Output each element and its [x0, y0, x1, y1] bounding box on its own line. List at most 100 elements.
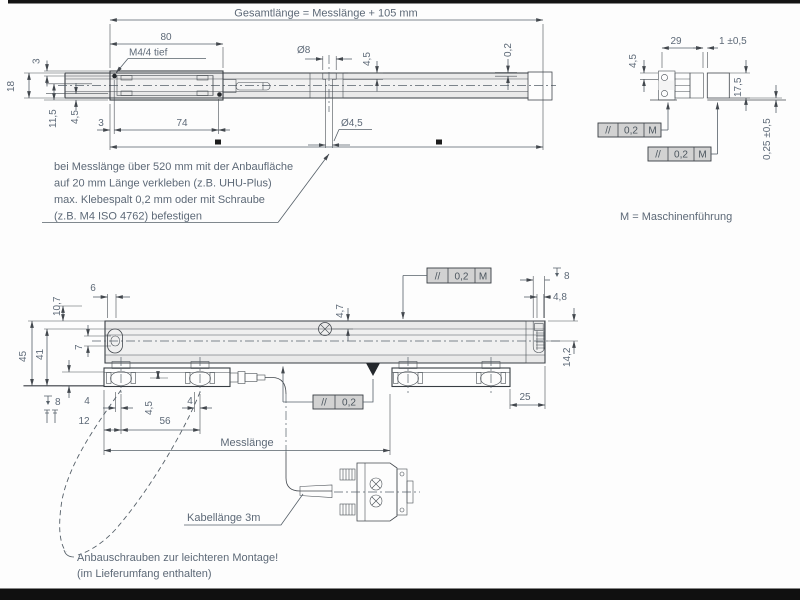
dim-4-8: 4,8	[524, 292, 567, 318]
dim-4-5-bottom: 4,5	[144, 371, 168, 415]
dim-6-label: 6	[90, 283, 96, 294]
fcf-lower-tolerance: 0,2	[674, 150, 688, 161]
mounting-note-line2: (im Lieferumfang enthalten)	[77, 568, 212, 580]
dim-4-5-left-label: 4,5	[70, 110, 81, 124]
dim-4-left-label: 4	[84, 396, 90, 407]
dim-4-5-end: 4,5	[628, 54, 658, 92]
depth-symbol-icon	[44, 395, 52, 405]
depth-symbol-icon	[553, 267, 561, 277]
fcf-top-tolerance: 0,2	[455, 272, 469, 283]
connector-thumbscrew	[339, 468, 356, 481]
right-end-screw-slot	[532, 321, 545, 353]
m4-label: M4/4 tief	[129, 48, 168, 59]
messlaenge-label: Messlänge	[220, 437, 273, 449]
connector	[334, 462, 420, 522]
dim-gesamtlaenge: Gesamtlänge = Messlänge + 105 mm	[109, 8, 544, 150]
dim-25: 25	[509, 366, 546, 409]
mounting-screw-assembly	[476, 357, 506, 393]
dim-18: 18	[6, 72, 64, 99]
dim-41: 41	[35, 328, 105, 387]
dim-4-7: 4,7	[332, 304, 353, 341]
scale-end-cap	[527, 71, 553, 101]
glue-note-line4: (z.B. M4 ISO 4762) befestigen	[54, 211, 202, 223]
dim-4-right-label: 4	[187, 396, 193, 407]
dim-0-2-label: 0,2	[503, 43, 514, 57]
dim-dia8: Ø8	[297, 45, 352, 70]
dim-8-left: 8	[44, 360, 104, 423]
dim-3-74-chain: 3 74	[97, 80, 230, 134]
dim-4-5-depth: 4,5	[343, 52, 383, 92]
glue-note-line3: max. Klebespalt 0,2 mm oder mit Schraube	[54, 194, 265, 206]
side-view-mounting-foot	[109, 70, 271, 101]
dim-12-label: 12	[78, 416, 90, 427]
right-foot	[391, 367, 511, 388]
fcf-bottom-symbol: //	[321, 398, 327, 409]
end-view	[650, 70, 786, 101]
dim-14-2-label: 14,2	[562, 347, 573, 367]
connector-screw	[369, 494, 383, 508]
cable-length-callout: Kabellänge 3m	[184, 493, 304, 526]
page-top-border	[8, 0, 800, 4]
dim-29: 29	[661, 36, 704, 68]
dim-1-label: 1 ±0,5	[719, 36, 747, 47]
fcf-top-datum: M	[479, 272, 487, 283]
fcf-upper: // 0,2 M	[597, 102, 670, 138]
mounted-view-scale	[92, 320, 562, 376]
dim-0-2: 0,2	[495, 43, 517, 90]
mounting-screw-assembly	[185, 357, 215, 393]
mounting-note-line1: Anbauschrauben zur leichteren Montage!	[77, 552, 278, 564]
dim-8-left-label: 8	[55, 397, 61, 408]
dim-7: 7	[74, 325, 111, 357]
left-end-slot	[107, 328, 123, 354]
dim-6: 6	[90, 283, 130, 318]
dim-0-25: 0,25 ±0,5	[729, 85, 782, 160]
glue-note-line2: auf 20 mm Länge verkleben (z.B. UHU-Plus…	[54, 178, 272, 190]
clamp-screw	[661, 74, 668, 81]
dim-25-label: 25	[519, 392, 531, 403]
dim-45: 45	[18, 320, 34, 387]
end-view-clamp-section	[689, 72, 704, 99]
dim-3-top-label: 3	[32, 58, 43, 64]
dim-7-label: 7	[74, 344, 85, 350]
m4-hole	[112, 73, 117, 79]
dim-4-5-left: 4,5	[46, 83, 108, 124]
dim-8-right-label: 8	[564, 271, 570, 282]
dim-17-5: 17,5	[729, 60, 750, 111]
gesamtlaenge-label: Gesamtlänge = Messlänge + 105 mm	[234, 8, 417, 20]
dim-4-5-depth-label: 4,5	[362, 52, 373, 66]
connector-screw	[369, 477, 383, 491]
mounting-screw-assembly	[393, 357, 423, 393]
clamp-screw	[661, 90, 668, 97]
dim-4-left: 4	[84, 392, 133, 412]
connector-thumbscrew	[339, 503, 356, 516]
dim-17-5-label: 17,5	[733, 77, 744, 97]
dim-56-label: 56	[159, 416, 171, 427]
side-view-scale	[58, 71, 556, 101]
dim-4-8-label: 4,8	[553, 292, 567, 303]
cover-screw	[318, 322, 332, 336]
m4-hole	[217, 92, 222, 97]
dim-3-chain-label: 3	[98, 118, 104, 129]
dim-baseline-bottom	[109, 139, 544, 149]
connector-housing	[356, 462, 398, 522]
dim-11-5-label: 11,5	[48, 109, 59, 128]
dim-0-25-label: 0,25 ±0,5	[762, 118, 773, 160]
fcf-lower: // 0,2 M	[647, 102, 720, 162]
fcf-top-bottomview: // 0,2 M	[401, 267, 492, 320]
datum-triangle	[366, 363, 380, 376]
dim-4-7-label: 4,7	[335, 304, 346, 318]
machine-guideway-block	[706, 72, 730, 99]
dim-41-label: 41	[35, 348, 46, 360]
dim-dia4-5: Ø4,5	[308, 118, 372, 147]
fcf-upper-symbol: //	[605, 126, 611, 137]
dim-3-top: 3	[32, 58, 112, 87]
dim-80: 80	[109, 32, 224, 68]
fcf-upper-datum: M	[648, 126, 656, 137]
dim-4-right: 4	[182, 392, 212, 412]
fcf-top-symbol: //	[435, 272, 441, 283]
dim-45-label: 45	[18, 350, 29, 362]
fcf-bottom-bottomview: // 0,2	[281, 366, 374, 410]
fcf-lower-datum: M	[698, 150, 706, 161]
dim-10-7-label: 10,7	[52, 296, 63, 316]
